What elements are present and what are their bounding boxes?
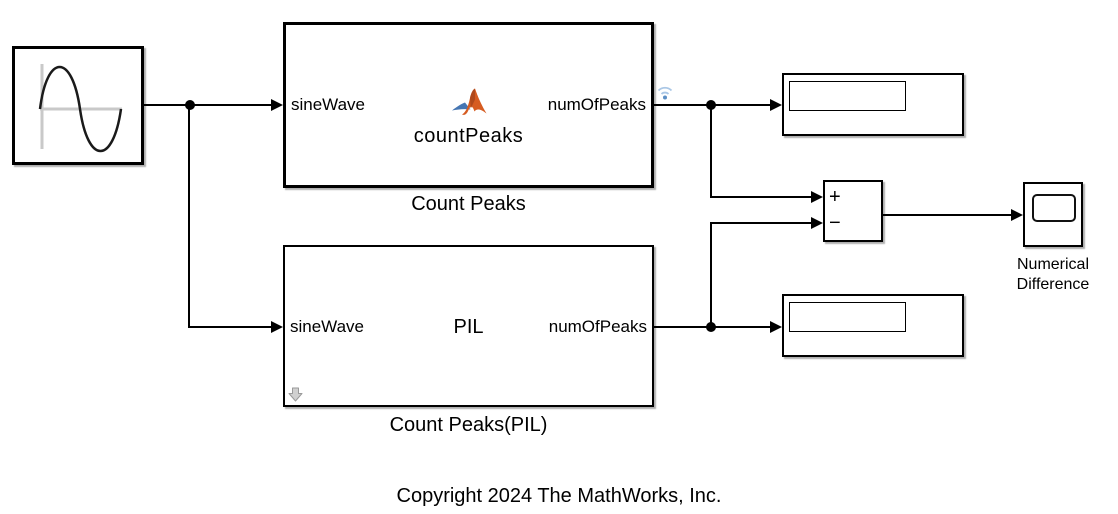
arrowhead[interactable] (1011, 209, 1023, 221)
display-value-field (789, 81, 906, 111)
signal-line[interactable] (188, 104, 190, 328)
arrowhead[interactable] (770, 99, 782, 111)
pil-deploy-arrow-icon (288, 387, 303, 402)
sine-wave-block[interactable] (12, 46, 144, 165)
arrowhead[interactable] (271, 99, 283, 111)
signal-line[interactable] (190, 104, 271, 106)
signal-line[interactable] (189, 326, 271, 328)
count-peaks-block-label[interactable]: Count Peaks (411, 193, 526, 215)
display-value-field (789, 302, 906, 332)
signal-line[interactable] (711, 326, 770, 328)
signal-line[interactable] (653, 326, 712, 328)
display-bottom-block[interactable] (782, 294, 964, 357)
output-port-label: numOfPeaks (547, 95, 646, 114)
arrowhead[interactable] (770, 321, 782, 333)
sine-wave-icon (38, 64, 123, 153)
scope-screen-icon (1032, 194, 1076, 222)
output-port-label: numOfPeaks (548, 317, 647, 336)
scope-block[interactable] (1023, 182, 1083, 247)
signal-line[interactable] (711, 104, 770, 106)
sum-block[interactable]: + − (823, 180, 883, 242)
matlab-function-name: countPeaks (413, 125, 524, 147)
input-port-label: sineWave (290, 317, 365, 336)
matlab-logo-icon (451, 88, 486, 115)
scope-block-label[interactable]: Numerical Difference (993, 255, 1113, 295)
display-top-block[interactable] (782, 73, 964, 136)
signal-line[interactable] (710, 196, 811, 198)
sum-minus-sign: − (829, 212, 841, 234)
count-peaks-pil-block[interactable]: sineWave numOfPeaks PIL (283, 245, 654, 407)
scope-label-line2: Difference (1016, 276, 1090, 293)
arrowhead[interactable] (271, 321, 283, 333)
pil-mode-text: PIL (453, 316, 484, 338)
signal-line[interactable] (710, 104, 712, 197)
count-peaks-block[interactable]: sineWave numOfPeaks countPeaks (283, 22, 654, 188)
signal-line[interactable] (882, 214, 1011, 216)
signal-line[interactable] (144, 104, 191, 106)
signal-line[interactable] (710, 222, 712, 327)
copyright-text: Copyright 2024 The MathWorks, Inc. (396, 485, 722, 507)
count-peaks-pil-block-label[interactable]: Count Peaks(PIL) (389, 414, 548, 436)
signal-logging-wifi-badge[interactable] (656, 84, 674, 102)
signal-line[interactable] (710, 222, 811, 224)
sum-plus-sign: + (829, 186, 841, 208)
signal-line[interactable] (653, 104, 712, 106)
input-port-label: sineWave (291, 95, 366, 114)
scope-label-line1: Numerical (1016, 256, 1089, 273)
arrowhead[interactable] (811, 217, 823, 229)
arrowhead[interactable] (811, 191, 823, 203)
